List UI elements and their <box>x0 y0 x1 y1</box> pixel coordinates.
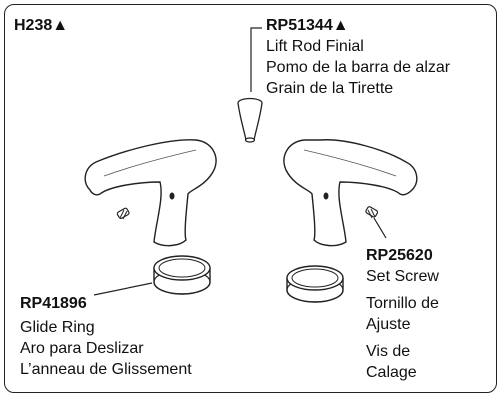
finial-name-fr: Grain de la Tirette <box>266 80 394 97</box>
set-screw-name-es-line2: Ajuste <box>366 316 411 333</box>
finial-leader-line <box>250 27 262 92</box>
set-screw-part-number: RP25620 <box>366 247 433 264</box>
lift-rod-finial-drawing <box>237 97 263 143</box>
right-set-screw-drawing <box>365 206 379 219</box>
glide-ring-part-number: RP41896 <box>20 295 87 312</box>
left-glide-ring-drawing <box>153 255 211 295</box>
right-handle-drawing <box>283 139 418 247</box>
right-glide-ring-drawing <box>286 265 344 303</box>
set-screw-name-es-line1: Tornillo de <box>366 295 439 312</box>
set-screw-name-fr-line2: Calage <box>366 364 417 381</box>
model-number: H238▲ <box>14 17 69 34</box>
set-screw-name-en: Set Screw <box>366 268 439 285</box>
finial-name-en: Lift Rod Finial <box>266 38 364 55</box>
left-handle-drawing <box>84 139 217 247</box>
diagram-frame <box>4 4 497 393</box>
glide-ring-name-es: Aro para Deslizar <box>20 340 144 357</box>
finial-part-number: RP51344▲ <box>266 17 349 34</box>
glide-ring-name-fr: L’anneau de Glissement <box>20 361 192 378</box>
set-screw-leader-line <box>373 217 387 239</box>
left-set-screw-drawing <box>116 207 130 220</box>
finial-name-es: Pomo de la barra de alzar <box>266 59 451 76</box>
glide-ring-leader-line <box>93 282 153 296</box>
glide-ring-name-en: Glide Ring <box>20 319 95 336</box>
set-screw-name-fr-line1: Vis de <box>366 343 411 360</box>
